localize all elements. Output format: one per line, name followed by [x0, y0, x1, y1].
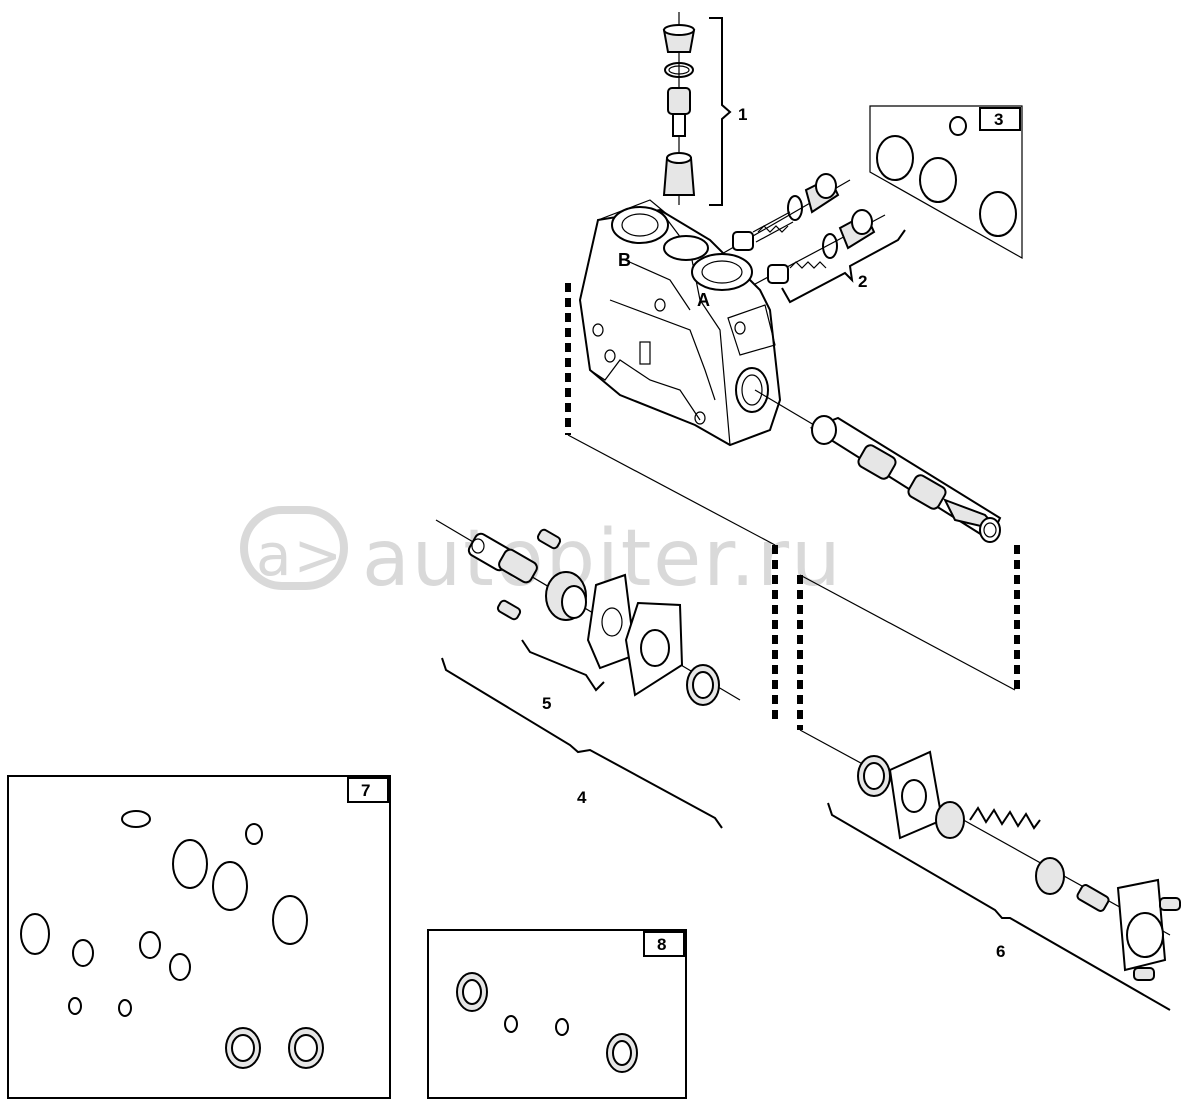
kit-box-7: 7 [7, 775, 391, 1099]
port-center [663, 235, 709, 261]
bracket-4 [441, 657, 723, 829]
bolt-part [536, 528, 562, 550]
o-ring-part [172, 839, 208, 889]
bolt-part [1133, 967, 1155, 981]
spring-part [969, 806, 1041, 830]
spool-assembly [809, 415, 1002, 543]
o-ring-part [272, 895, 308, 945]
box-7-tag [347, 777, 389, 803]
bolt-part [496, 599, 522, 621]
part-group-6: 6 [827, 750, 1181, 1011]
o-ring-part [68, 997, 82, 1015]
bracket-5 [521, 639, 605, 692]
part-group-1: 1 [662, 12, 747, 206]
part-group-4: 5 4 [435, 519, 741, 829]
o-ring-part [787, 195, 803, 221]
plug-part [767, 264, 789, 284]
part-group-2: 2 [719, 173, 906, 304]
o-ring-part [169, 953, 191, 981]
o-ring-part [245, 823, 263, 845]
o-ring-part [979, 191, 1017, 237]
callout-1: 1 [738, 105, 747, 124]
spool-bore [735, 367, 769, 413]
gasket-part [586, 573, 637, 670]
bolt-part [1159, 897, 1181, 911]
o-ring-part [919, 157, 957, 203]
valve-body: B A [578, 199, 782, 447]
box-7-label: 7 [361, 781, 370, 800]
reference-lines [565, 283, 1020, 769]
spring-seat-part [1035, 857, 1065, 895]
o-ring-part [121, 810, 151, 828]
plug-part [732, 231, 754, 251]
o-ring-part [212, 861, 248, 911]
callout-2: 2 [858, 272, 867, 291]
o-ring-part [139, 931, 161, 959]
watermark-logo: a> [256, 521, 344, 589]
o-ring-part [555, 1018, 569, 1036]
port-b-label: B [618, 250, 631, 270]
stop-bolt-part [1076, 884, 1110, 912]
callout-4: 4 [577, 788, 587, 807]
o-ring-part [20, 913, 50, 955]
o-ring-part [876, 135, 914, 181]
bracket-1 [709, 17, 732, 206]
box-3-tag [979, 107, 1021, 131]
o-ring-part [72, 939, 94, 967]
box-8-label: 8 [657, 935, 666, 954]
spring-part [757, 225, 789, 233]
o-ring-part [822, 233, 838, 259]
o-ring-part [664, 62, 694, 78]
screw-adjuster-part [667, 87, 691, 115]
bracket-6 [827, 802, 1171, 1011]
spring-seat-part [935, 801, 965, 839]
watermark-logo-frame [240, 506, 348, 590]
kit-box-3: 3 [869, 105, 1023, 260]
o-ring-part [504, 1015, 518, 1033]
box-8-tag [643, 931, 685, 957]
callout-5: 5 [542, 694, 551, 713]
callout-6: 6 [996, 942, 1005, 961]
kit-box-8: 8 [427, 929, 687, 1099]
bracket-2 [781, 229, 906, 304]
port-a-label: A [697, 290, 710, 310]
o-ring-part [949, 116, 967, 136]
spring-part [789, 261, 827, 269]
port-b [611, 206, 669, 244]
port-a [691, 253, 753, 291]
watermark: a> autopiter.ru [240, 506, 841, 604]
o-ring-part [118, 999, 132, 1017]
box-3-label: 3 [994, 110, 1003, 129]
